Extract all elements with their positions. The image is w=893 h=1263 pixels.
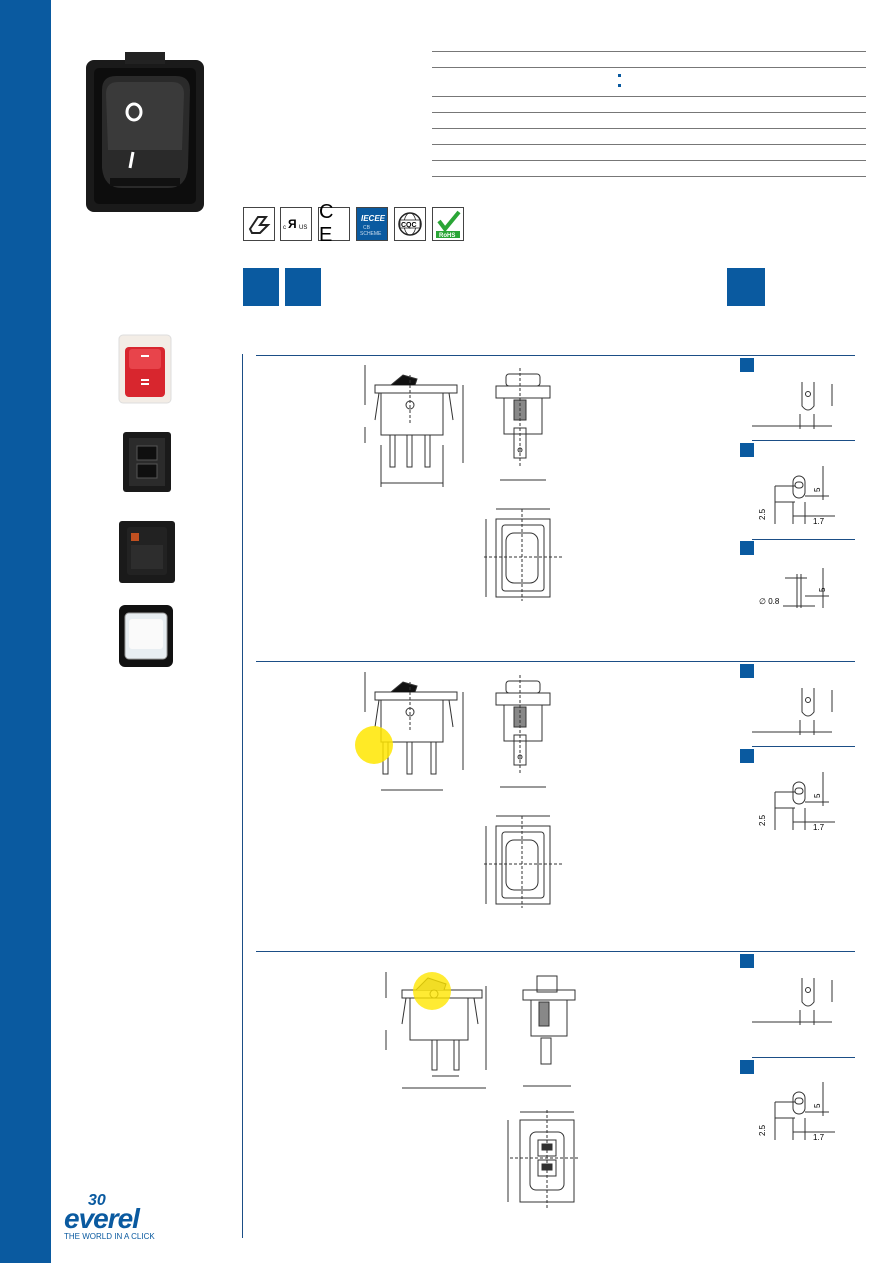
terminal-quick-connect-drawing: 2.5 5 1.7 [758, 772, 835, 832]
drawing-side-view [364, 672, 464, 791]
ce-icon: C E [318, 201, 350, 246]
spec-row-divider [432, 128, 866, 129]
terminal-type-box [740, 1060, 754, 1074]
dim-2-5-label: 2.5 [758, 1124, 767, 1136]
svg-text:CB: CB [363, 225, 371, 231]
terminal-drawing [752, 382, 833, 429]
spec-row-divider [432, 67, 866, 68]
pin-diameter-label: ∅ 0.8 [759, 597, 780, 606]
svg-text:SCHEME: SCHEME [360, 231, 382, 237]
spec-row-divider [432, 51, 866, 52]
section-divider [256, 355, 855, 356]
terminal-drawing [752, 978, 833, 1025]
spec-row-divider [432, 176, 866, 177]
dim-5-label: 5 [813, 1103, 822, 1108]
terminal-quick-connect-drawing: 2.5 5 1.7 [758, 1082, 835, 1142]
terminal-type-box [740, 358, 754, 372]
drawing-side-view [364, 365, 464, 487]
svg-text:US: US [299, 225, 307, 231]
logo-tagline: THE WORLD IN A CLICK [64, 1232, 155, 1241]
drawing-front-view [495, 368, 551, 481]
svg-text:RoHS: RoHS [439, 233, 455, 239]
terminal-pcb-drawing: 5 ∅ 0.8 [759, 568, 829, 608]
terminal-divider [752, 539, 855, 540]
highlight-marker [355, 726, 393, 764]
dim-1-7-label: 1.7 [813, 823, 825, 832]
variant-red-switch-image [118, 334, 172, 404]
terminal-type-box [740, 954, 754, 968]
svg-text:Я: Я [288, 217, 297, 231]
dim-2-5-label: 2.5 [758, 814, 767, 826]
drawing-front-view [495, 675, 551, 788]
section-vertical-rule [242, 354, 243, 1238]
terminal-type-box [740, 443, 754, 457]
drawing-bottom-view-terminals [507, 1110, 580, 1208]
product-photo-rocker-switch [86, 52, 204, 212]
cqc-icon: CQC [394, 207, 426, 241]
enec-icon [243, 207, 275, 241]
spec-row-divider [432, 96, 866, 97]
terminal-drawing [752, 688, 833, 735]
highlight-marker [413, 972, 451, 1010]
dim-5-label: 5 [813, 793, 822, 798]
section-divider [256, 661, 855, 662]
terminal-divider [752, 1057, 855, 1058]
pin-length-label: 5 [818, 587, 827, 592]
spec-separator-dot [618, 84, 621, 87]
svg-text:IECEE: IECEE [361, 214, 386, 223]
variant-illuminated-switch-image [119, 521, 175, 583]
terminal-divider [752, 440, 855, 441]
terminal-type-box [740, 749, 754, 763]
terminal-divider [752, 746, 855, 747]
category-box [727, 268, 765, 306]
terminal-type-box [740, 664, 754, 678]
logo-wordmark: everel [64, 1203, 140, 1234]
spec-row-divider [432, 112, 866, 113]
dim-1-7-label: 1.7 [813, 1133, 825, 1142]
brand-sidebar [0, 0, 51, 1263]
dim-5-label: 5 [813, 487, 822, 492]
variant-transparent-cover-image [119, 605, 173, 667]
drawing-top-view [484, 815, 562, 908]
spec-separator-dot [618, 74, 621, 77]
category-box [243, 268, 279, 306]
drawing-top-view [484, 508, 562, 601]
rohs-icon: RoHS [432, 207, 464, 241]
svg-text:c: c [283, 225, 286, 231]
terminal-quick-connect-drawing: 2.5 5 1.7 [758, 466, 835, 526]
terminal-type-box [740, 541, 754, 555]
dim-1-7-label: 1.7 [813, 517, 825, 526]
variant-back-terminals-image [123, 432, 171, 492]
category-box [285, 268, 321, 306]
spec-row-divider [432, 144, 866, 145]
section-divider [256, 951, 855, 952]
svg-text:CQC: CQC [401, 222, 417, 229]
drawing-front-view [522, 975, 576, 1087]
dim-2-5-label: 2.5 [758, 508, 767, 520]
spec-row-divider [432, 160, 866, 161]
logo-anniversary-number: 30 [88, 1192, 106, 1209]
